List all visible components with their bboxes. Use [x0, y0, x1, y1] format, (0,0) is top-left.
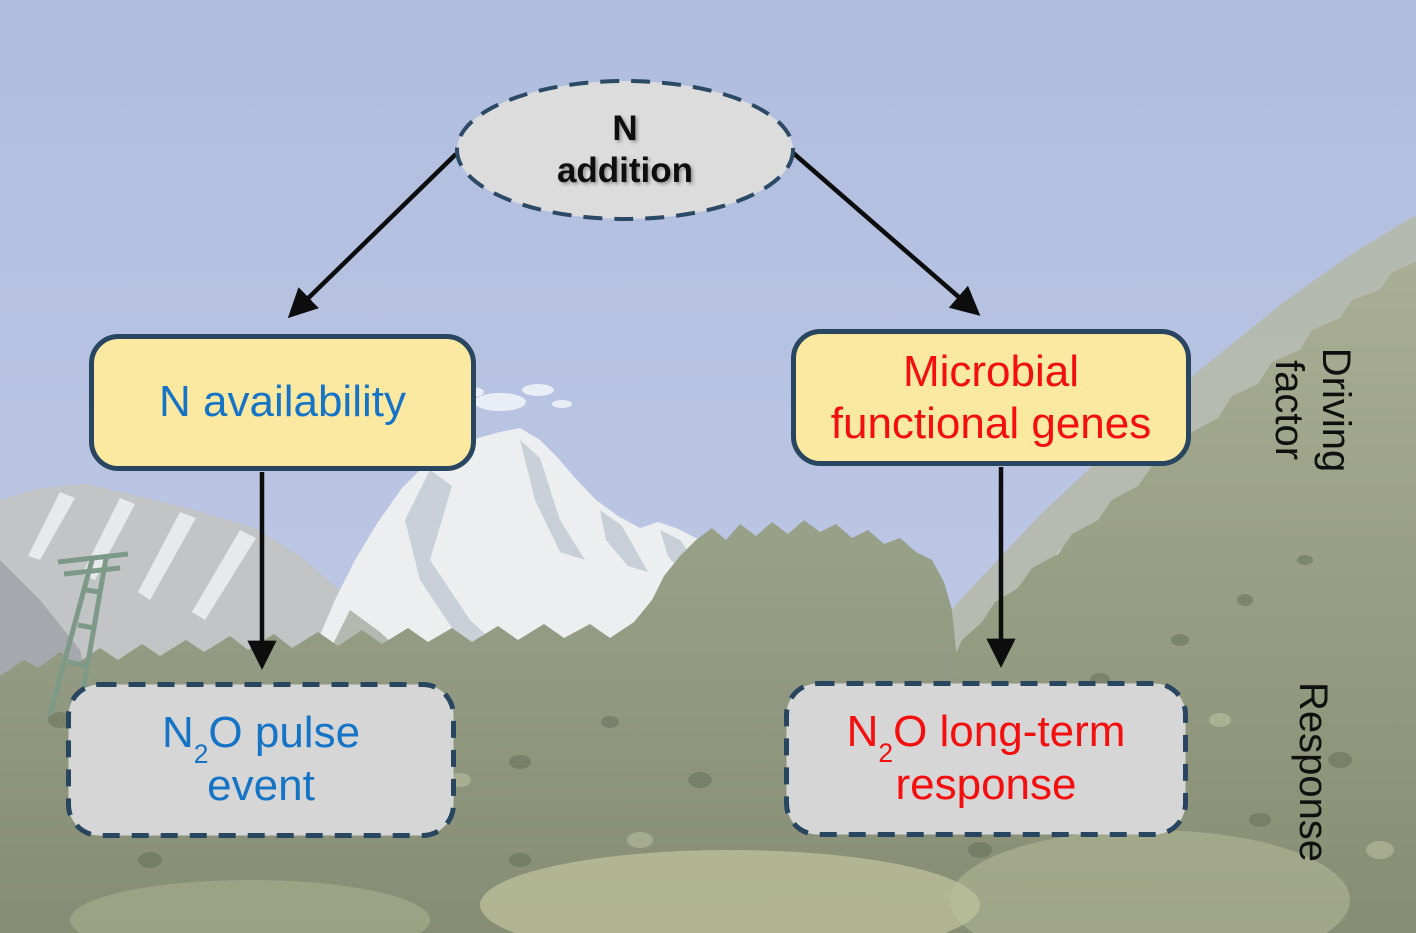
side-label-response: Response: [1290, 681, 1335, 863]
box-outline: [89, 334, 476, 471]
n2o-sub: 2: [193, 738, 209, 769]
n-addition-line1: N: [612, 109, 638, 148]
microbial-genes-line2: functional genes: [830, 398, 1152, 448]
n2o-pulse-label: N2O pulse event: [65, 681, 457, 839]
node-n-addition: N addition: [453, 77, 797, 223]
clouds: [460, 384, 572, 411]
dashed-box-outline: [784, 681, 1188, 837]
n-addition-line2: addition: [556, 151, 694, 190]
n-availability-text: N availability: [159, 377, 406, 427]
n2o-pulse-line2: event: [207, 761, 315, 810]
n-addition-label: N addition: [453, 77, 797, 223]
n2o-n: N: [161, 708, 194, 758]
n2o-sub: 2: [878, 737, 894, 768]
node-n2o-longterm-response: N2O long-term response: [783, 680, 1189, 838]
n2o-rest: O long-term: [893, 707, 1126, 757]
side-label-driving-factor: Driving factor: [1267, 347, 1359, 473]
node-n2o-pulse-event: N2O pulse event: [65, 681, 457, 839]
microbial-genes-label: Microbial functional genes: [790, 328, 1192, 467]
meadow-patches: [70, 830, 1350, 933]
n-availability-label: N availability: [88, 333, 477, 472]
n2o-n: N: [846, 707, 879, 757]
box-outline: [791, 329, 1191, 466]
dashed-box-outline: [66, 682, 456, 838]
n2o-pulse-line1: N2O pulse: [161, 707, 361, 767]
node-n-availability: N availability: [88, 333, 477, 472]
node-microbial-genes: Microbial functional genes: [790, 328, 1192, 467]
n2o-rest: O pulse: [208, 708, 361, 758]
n2o-longterm-line1: N2O long-term: [846, 706, 1126, 766]
microbial-genes-line1: Microbial: [902, 346, 1080, 396]
ellipse-outline: [455, 79, 795, 221]
n2o-longterm-line2: response: [895, 760, 1077, 809]
n2o-longterm-label: N2O long-term response: [783, 680, 1189, 838]
